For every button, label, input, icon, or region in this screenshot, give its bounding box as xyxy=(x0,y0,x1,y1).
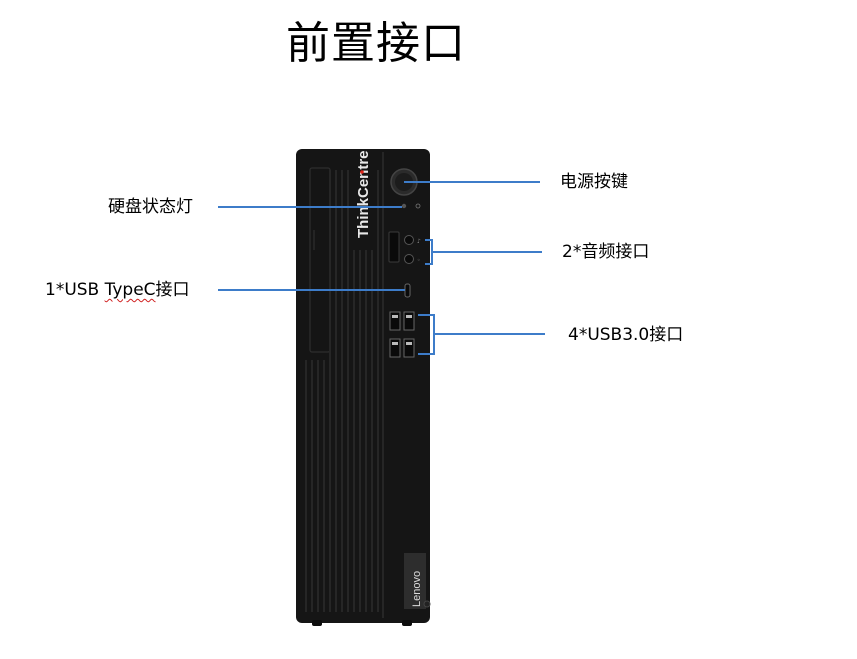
usb30-ports xyxy=(389,311,415,358)
lenovo-logo: Lenovo xyxy=(411,571,423,607)
chassis-foot xyxy=(312,620,322,626)
usb-port[interactable] xyxy=(403,338,415,358)
card-reader-slot xyxy=(388,231,400,263)
lenovo-logo-box xyxy=(404,553,426,609)
usb-typec-port[interactable] xyxy=(404,283,411,298)
audio-jack-headphone[interactable] xyxy=(404,235,414,245)
label-typec-suffix: 接口 xyxy=(155,280,190,300)
hdd-status-light xyxy=(401,203,407,209)
callout-lines xyxy=(218,181,545,355)
label-power-button: 电源按键 xyxy=(560,172,628,192)
usb-port[interactable] xyxy=(389,338,401,358)
svg-text:♪: ♪ xyxy=(417,238,421,245)
svg-text:◦: ◦ xyxy=(417,257,421,264)
power-icon xyxy=(415,203,421,209)
vent-grooves xyxy=(305,170,379,612)
label-usb-typec: 1*USB TypeC接口 xyxy=(45,280,190,300)
thinkcentre-logo: ThinkCentre xyxy=(355,150,372,238)
usb-port[interactable] xyxy=(403,311,415,331)
label-audio-ports: 2*音频接口 xyxy=(562,242,650,262)
audio-jack-mic[interactable] xyxy=(404,254,414,264)
brand-red-dot xyxy=(360,170,364,174)
label-usb30-ports: 4*USB3.0接口 xyxy=(568,325,684,345)
label-typec-prefix: 1*USB xyxy=(45,280,105,300)
usb-port[interactable] xyxy=(389,311,401,331)
chassis-foot xyxy=(402,620,412,626)
label-typec-word: TypeC xyxy=(104,280,156,300)
label-hdd-status-light: 硬盘状态灯 xyxy=(108,197,193,217)
page-title: 前置接口 xyxy=(286,18,466,69)
